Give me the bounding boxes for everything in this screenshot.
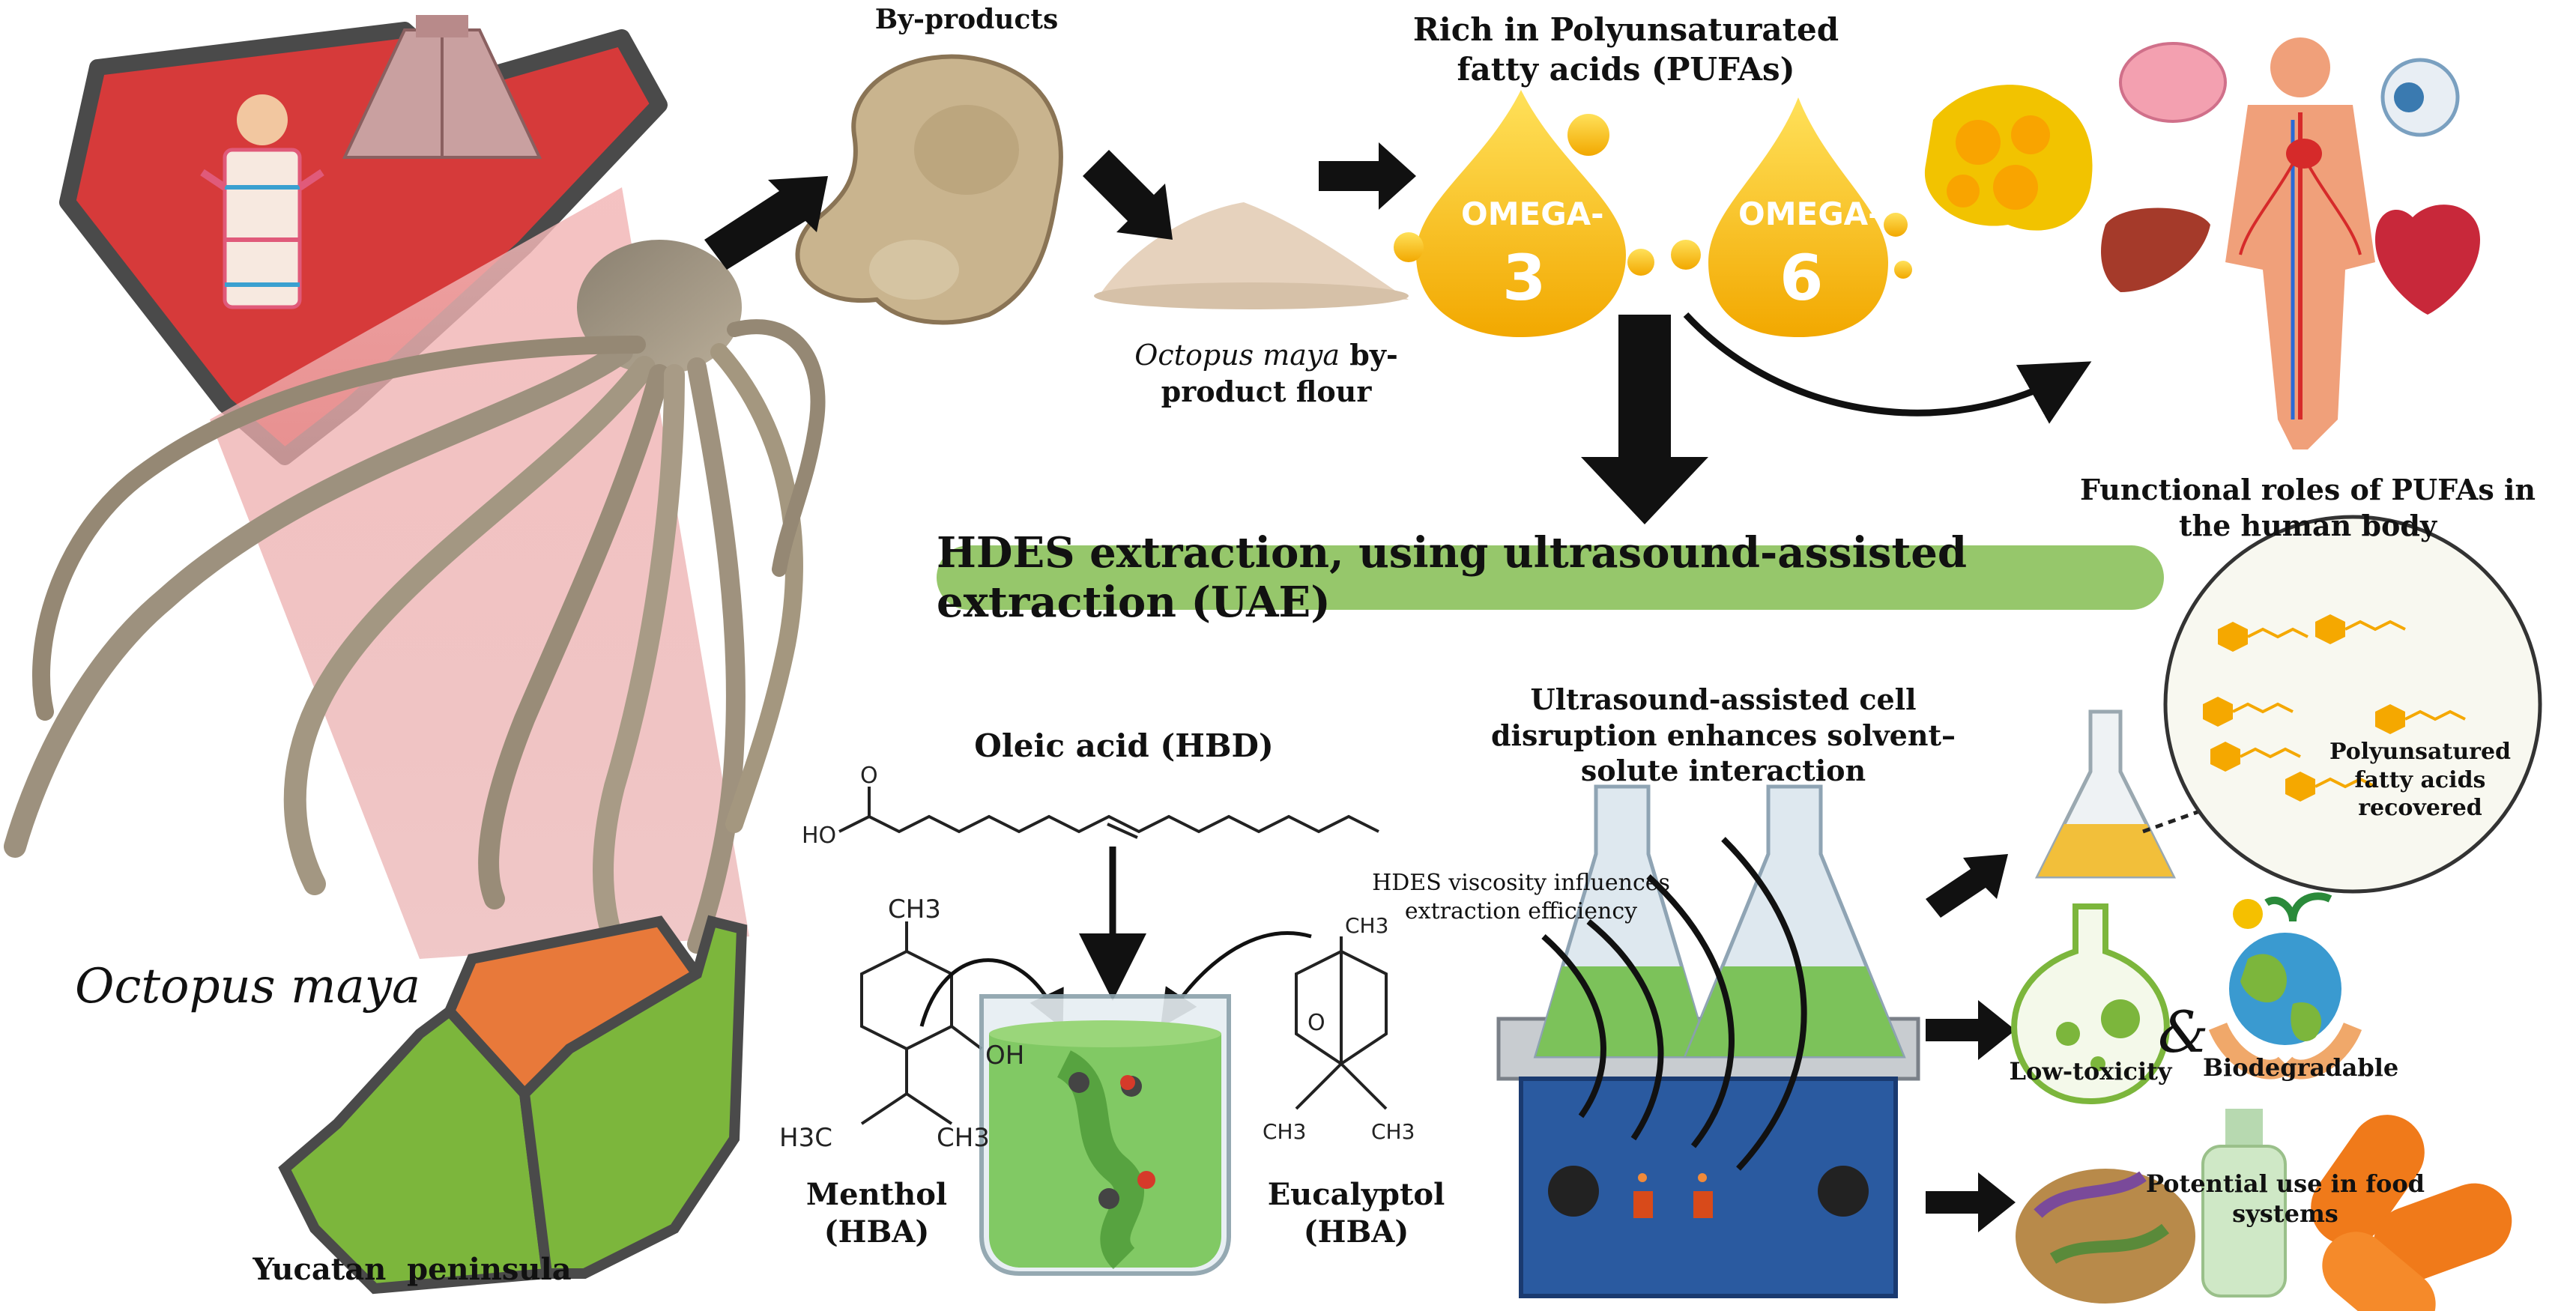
flour-label: Octopus maya by-product flour — [1101, 337, 1431, 409]
low-toxicity-icon — [2011, 903, 2170, 1105]
ultrasonic-bath-icon — [1496, 1017, 1920, 1298]
low-toxicity-label: Low-toxicity — [2009, 1057, 2172, 1086]
flour-rest-text: by-product flour — [1161, 338, 1398, 408]
pufa-title: Rich in Polyunsaturated fatty acids (PUF… — [1412, 11, 1839, 88]
omega-3-number: 3 — [1502, 241, 1546, 315]
brain-icon — [2119, 42, 2227, 123]
omega-3-droplet-icon — [1394, 90, 1654, 337]
eye-icon — [2380, 58, 2460, 137]
omega-6-word: OMEGA- — [1738, 196, 1881, 232]
octopus-image — [4, 240, 826, 954]
species-label: Octopus maya — [75, 959, 421, 1014]
omega-6-number: 6 — [1780, 241, 1823, 315]
yucatan-peninsula-map — [278, 915, 748, 1295]
chem-o-oleic-label: O — [860, 763, 878, 789]
viscosity-label: HDES viscosity influences extraction eff… — [1372, 870, 1670, 924]
arrow-pufa-to-body — [1683, 312, 2092, 424]
chem-ch3-eucalyptol-right-label: CH3 — [1371, 1119, 1415, 1144]
erlenmeyer-flask-right — [1683, 784, 1906, 1059]
chem-ch3-menthol-right-label: CH3 — [937, 1123, 990, 1153]
chem-ch3-eucalyptol-left-label: CH3 — [1263, 1119, 1306, 1144]
menthol-structure — [860, 921, 983, 1125]
human-body-icon — [2225, 37, 2375, 449]
menthol-label: Menthol (HBA) — [805, 1177, 948, 1250]
pufa-magnified-circle — [2163, 515, 2542, 894]
ultrasound-waves — [1541, 837, 1807, 1171]
flow-arrows-top — [704, 142, 1708, 524]
flour-pile-image — [1094, 202, 1409, 309]
chem-ch3-eucalyptol-top-label: CH3 — [1345, 913, 1388, 938]
outcome-arrows — [1926, 854, 2016, 1232]
biodegradable-label: Biodegradable — [2203, 1053, 2399, 1082]
pyramid-icon — [342, 15, 542, 159]
omega-3-word: OMEGA- — [1461, 196, 1604, 232]
chem-ch3-menthol-label: CH3 — [888, 894, 941, 924]
ultrasound-label: Ultrasound-assisted cell disruption enha… — [1490, 682, 1956, 787]
ampersand-label: & — [2158, 999, 2209, 1065]
mayan-figure-icon — [200, 94, 324, 309]
heart-icon — [2375, 205, 2480, 315]
arrow-byproduct-to-flour — [1083, 150, 1173, 240]
pufa-flask-icon — [2034, 709, 2177, 879]
oil-bubbles-icon — [1924, 85, 2093, 231]
extraction-banner: HDES extraction, using ultrasound-assist… — [937, 528, 2164, 627]
biodegradable-icon — [2208, 892, 2362, 1080]
eucalyptol-structure — [1295, 936, 1388, 1110]
dotted-connector — [2142, 792, 2249, 834]
oleic-acid-structure — [838, 787, 1379, 839]
beaker-icon — [979, 994, 1231, 1276]
arrow-pufa-to-extraction — [1581, 315, 1708, 524]
chem-ho-label: HO — [802, 823, 836, 849]
byproducts-label: By-products — [874, 4, 1059, 35]
chem-oh-label: OH — [985, 1041, 1024, 1071]
bread-icon — [2016, 1169, 2195, 1304]
chem-o-eucalyptol-label: O — [1307, 1010, 1325, 1036]
oleic-label: Oleic acid (HBD) — [974, 727, 1274, 764]
liver-icon — [2101, 208, 2210, 292]
yucatan-label: Yucatan peninsula — [253, 1252, 572, 1287]
arrow-flour-to-pufa — [1319, 142, 1416, 210]
pufa-recovered-label: Polyunsatured fatty acids recovered — [2329, 739, 2512, 821]
food-use-label: Potential use in food systems — [2145, 1169, 2425, 1228]
arrow-menthol-to-beaker — [919, 958, 1064, 1029]
arrow-octopus-to-byproduct — [704, 176, 828, 270]
flour-species-text: Octopus maya — [1134, 339, 1340, 372]
bottle-icon — [2201, 1109, 2287, 1298]
capsules-icon — [2311, 1115, 2512, 1311]
chem-h3c-label: H3C — [779, 1123, 832, 1153]
functional-roles-label: Functional roles of PUFAs in the human b… — [2079, 473, 2536, 542]
omega-6-droplet-icon — [1671, 97, 1912, 337]
byproduct-image — [795, 54, 1063, 325]
eucalyptol-label: Eucalyptol (HBA) — [1267, 1177, 1445, 1250]
